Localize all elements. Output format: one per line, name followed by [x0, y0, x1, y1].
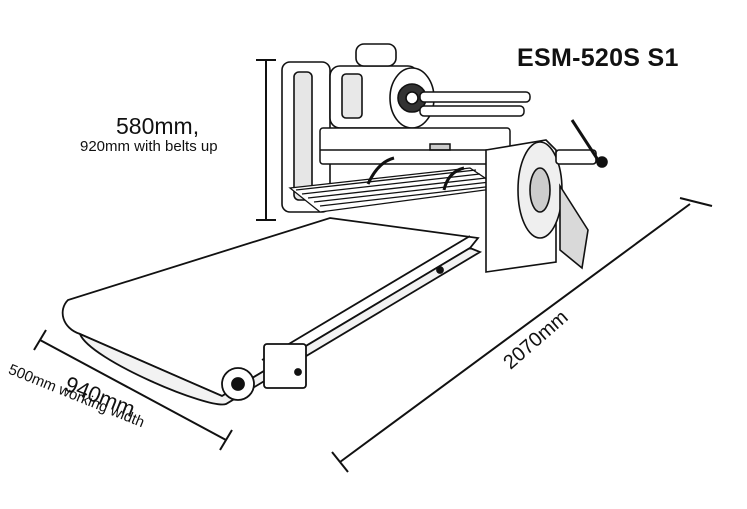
width-dimension [33, 329, 233, 451]
motor [329, 43, 435, 129]
top-rails [319, 91, 531, 165]
model-title: ESM-520S S1 [517, 44, 679, 72]
length-dimension [331, 197, 713, 473]
wire-tray [288, 156, 502, 213]
height-dimension [256, 59, 276, 221]
gearbox [485, 119, 608, 273]
conveyor-table [61, 217, 483, 406]
height-belts-up-label: 920mm with belts up [80, 138, 218, 155]
height-label: 580mm, [116, 113, 200, 139]
